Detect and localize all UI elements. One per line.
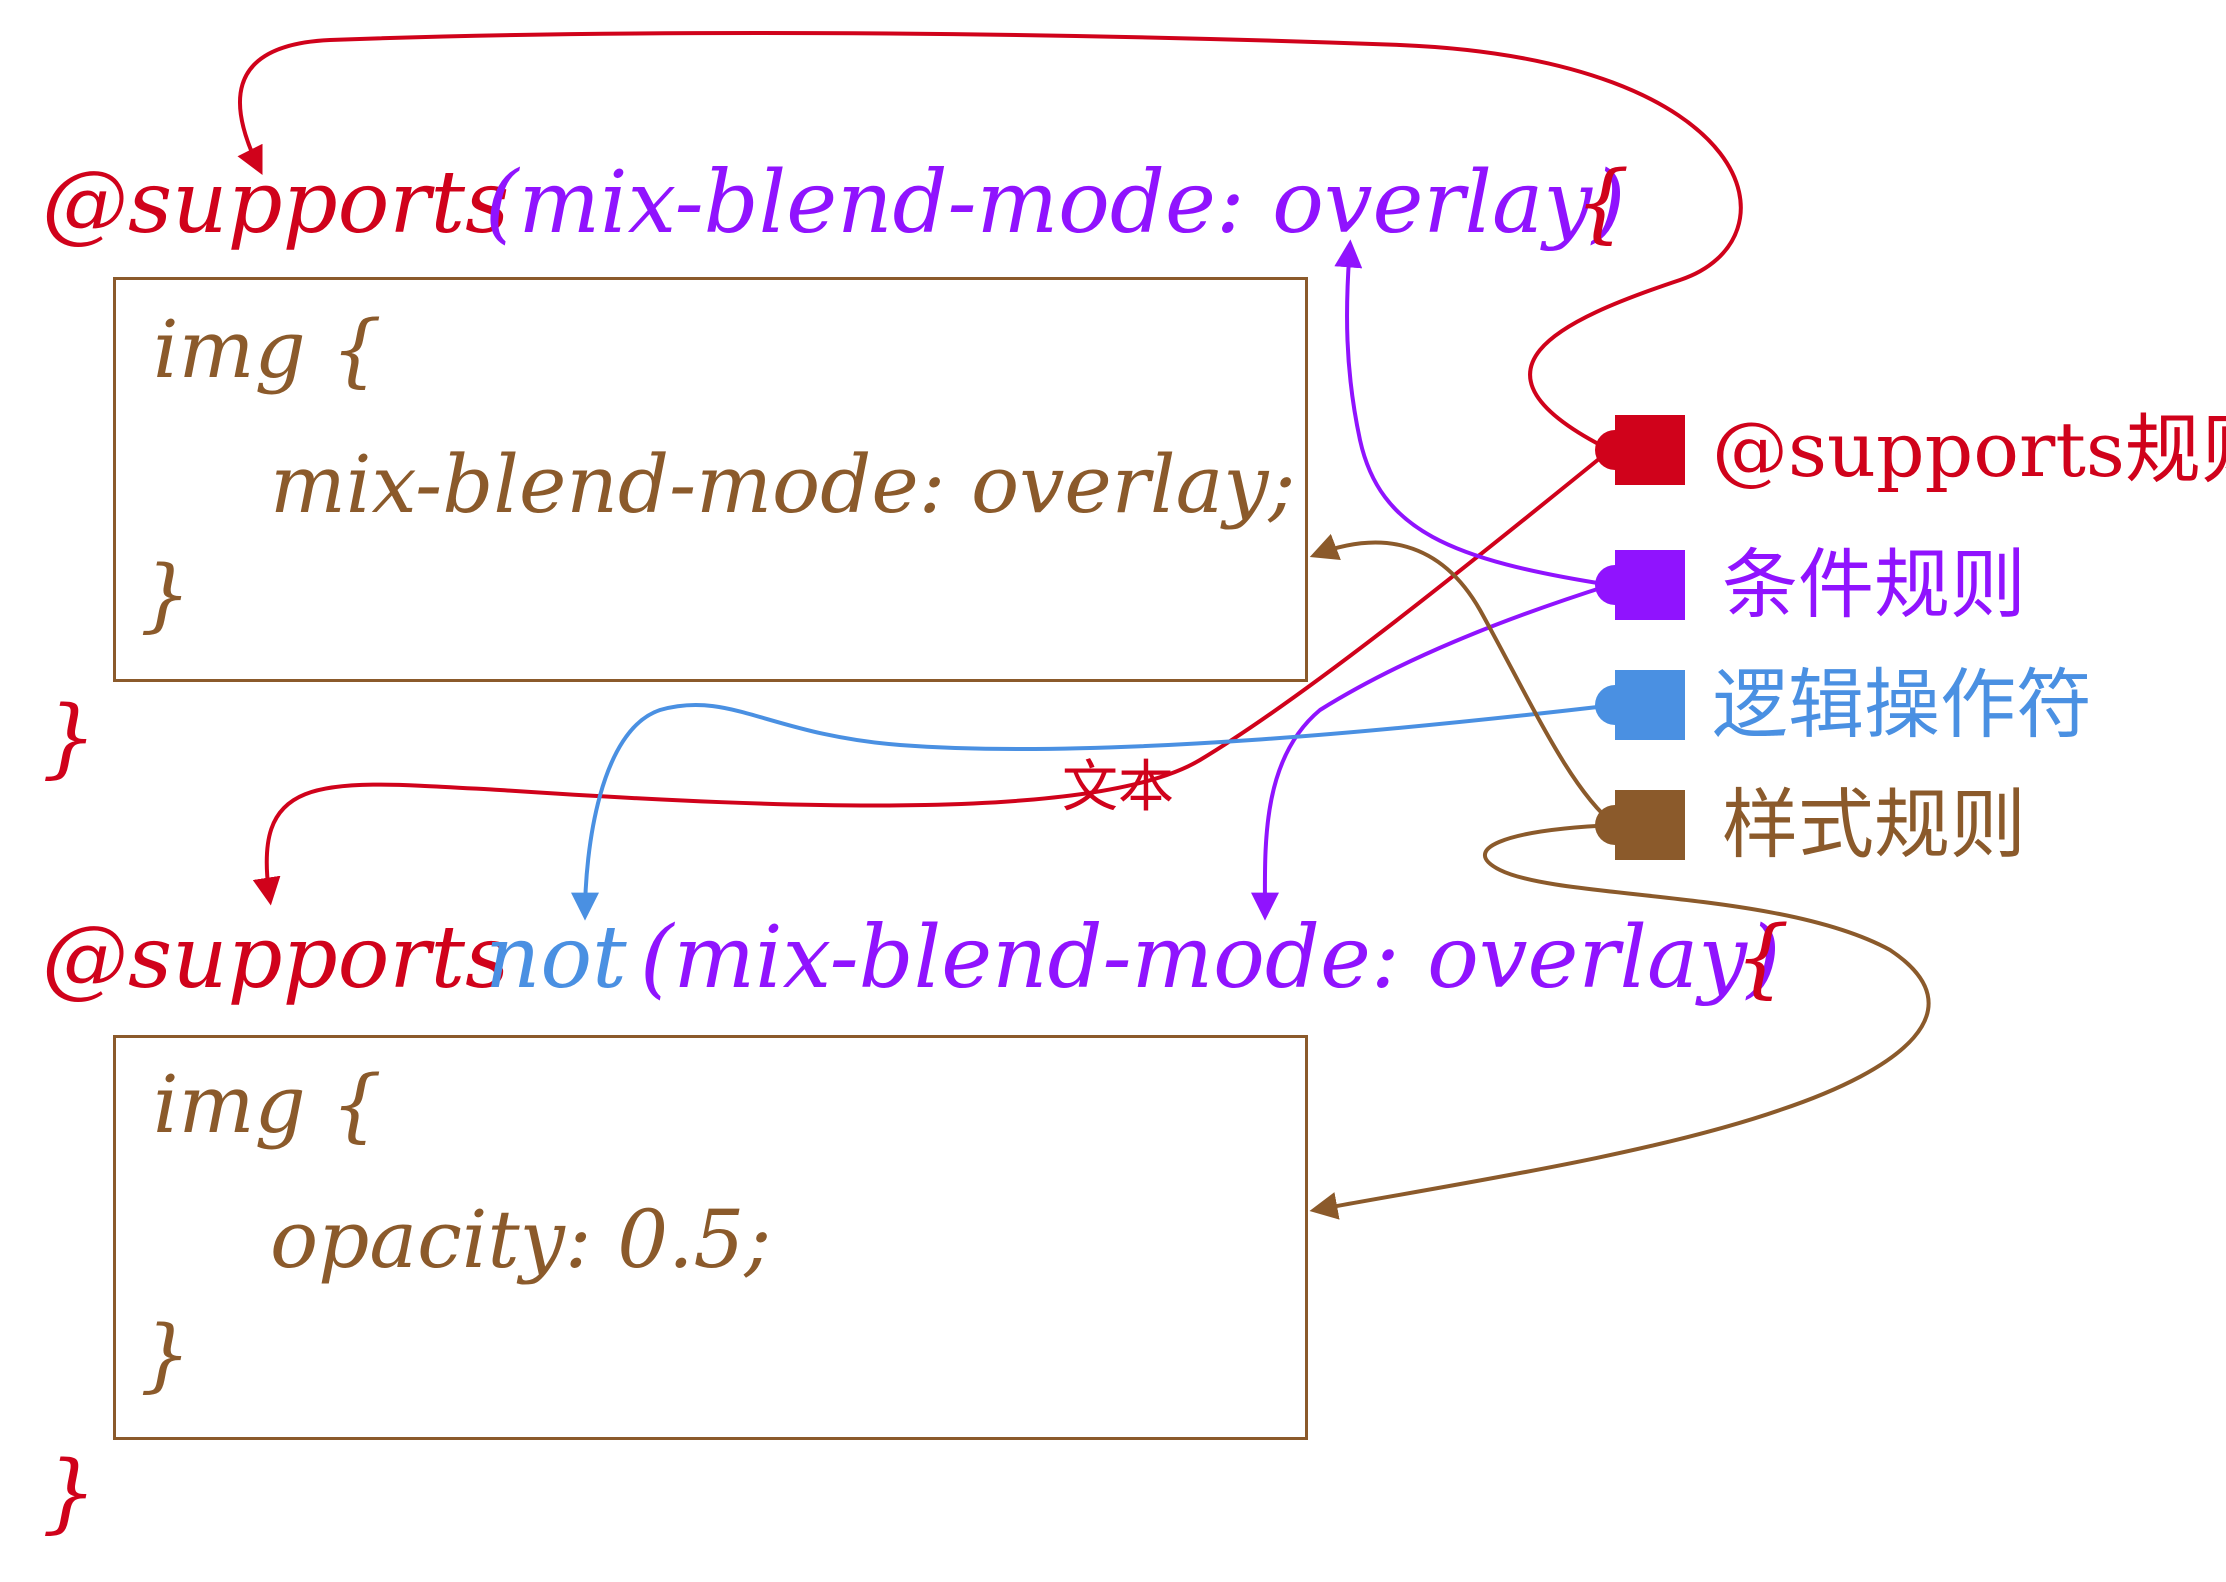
block2-inner-close: } xyxy=(140,1308,191,1401)
block2-operator: not xyxy=(485,908,627,1008)
arrow-blue xyxy=(571,702,1616,921)
block1-inner-close: } xyxy=(140,548,191,641)
legend-label: 条件规则 xyxy=(1722,540,2026,629)
legend-swatch-brown xyxy=(1615,790,1685,860)
stray-text-label: 文本 xyxy=(1062,755,1174,820)
arrow-purple-bottom xyxy=(1250,583,1611,921)
arrow-red-top xyxy=(237,31,1743,452)
block1-style-rule-box xyxy=(113,277,1308,682)
arrow-brown-bottom xyxy=(1309,823,1931,1220)
block2-declaration: opacity: 0.5; xyxy=(270,1193,772,1286)
block1-at-rule: @supports xyxy=(42,153,510,253)
arrow-purple-top xyxy=(1334,239,1611,587)
block1-selector: img { xyxy=(153,303,382,396)
arrow-red-bottom xyxy=(252,448,1612,906)
legend-label: 样式规则 xyxy=(1722,780,2026,869)
block2-at-rule: @supports xyxy=(42,908,510,1008)
block2-selector: img { xyxy=(153,1058,382,1151)
legend-swatch-blue xyxy=(1615,670,1685,740)
block2-outer-close: } xyxy=(42,1443,97,1543)
legend-label: @supports规则 xyxy=(1712,405,2226,494)
block1-open-brace: { xyxy=(1575,153,1630,253)
arrow-brown-top xyxy=(1309,533,1617,827)
block2-open-brace: { xyxy=(1735,908,1790,1008)
block1-declaration: mix-blend-mode: overlay; xyxy=(270,438,1296,531)
block2-style-rule-box xyxy=(113,1035,1308,1440)
block2-condition: (mix-blend-mode: overlay) xyxy=(640,908,1781,1008)
legend-swatch-red xyxy=(1615,415,1685,485)
block1-outer-close: } xyxy=(42,688,97,788)
block1-condition: (mix-blend-mode: overlay) xyxy=(485,153,1626,253)
legend-swatch-purple xyxy=(1615,550,1685,620)
legend-label: 逻辑操作符 xyxy=(1712,660,2092,749)
